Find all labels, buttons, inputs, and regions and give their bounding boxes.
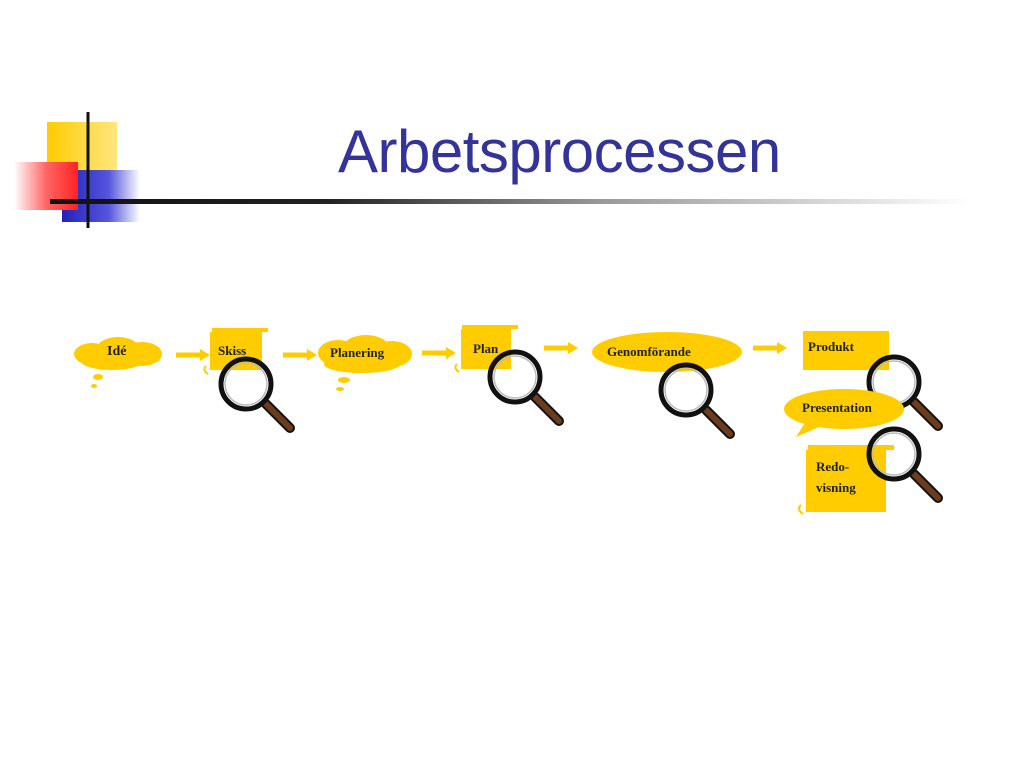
step-redovisning-document [797, 445, 894, 515]
arrow-right-icon [544, 342, 578, 354]
step-skiss-label: Skiss [218, 343, 247, 358]
corner-decoration [14, 112, 140, 228]
step-produkt-label: Produkt [808, 339, 854, 354]
step-plan-label: Plan [473, 341, 499, 356]
arrow-right-icon [753, 342, 787, 354]
arrow-right-icon [283, 349, 317, 361]
arrow-right-icon [422, 347, 456, 359]
step-planering-cloud [318, 335, 412, 391]
step-genomforande-label: Genomförande [607, 344, 691, 359]
magnifier-icon [661, 365, 730, 434]
step-planering-label: Planering [330, 345, 385, 360]
step-redovisning-label-line2: visning [816, 480, 856, 495]
step-ide-label: Idé [107, 344, 127, 359]
step-genomforande-ellipse [592, 332, 742, 372]
step-redovisning-label-line1: Redo- [816, 459, 850, 474]
arrow-right-icon [176, 349, 210, 361]
step-plan-document [454, 325, 518, 373]
step-ide-cloud [74, 337, 162, 388]
magnifier-icon [490, 352, 559, 421]
slide-title: Arbetsprocessen [338, 118, 781, 185]
step-presentation-bubble [784, 389, 904, 437]
step-presentation-label: Presentation [802, 400, 872, 415]
title-rule [50, 199, 970, 204]
